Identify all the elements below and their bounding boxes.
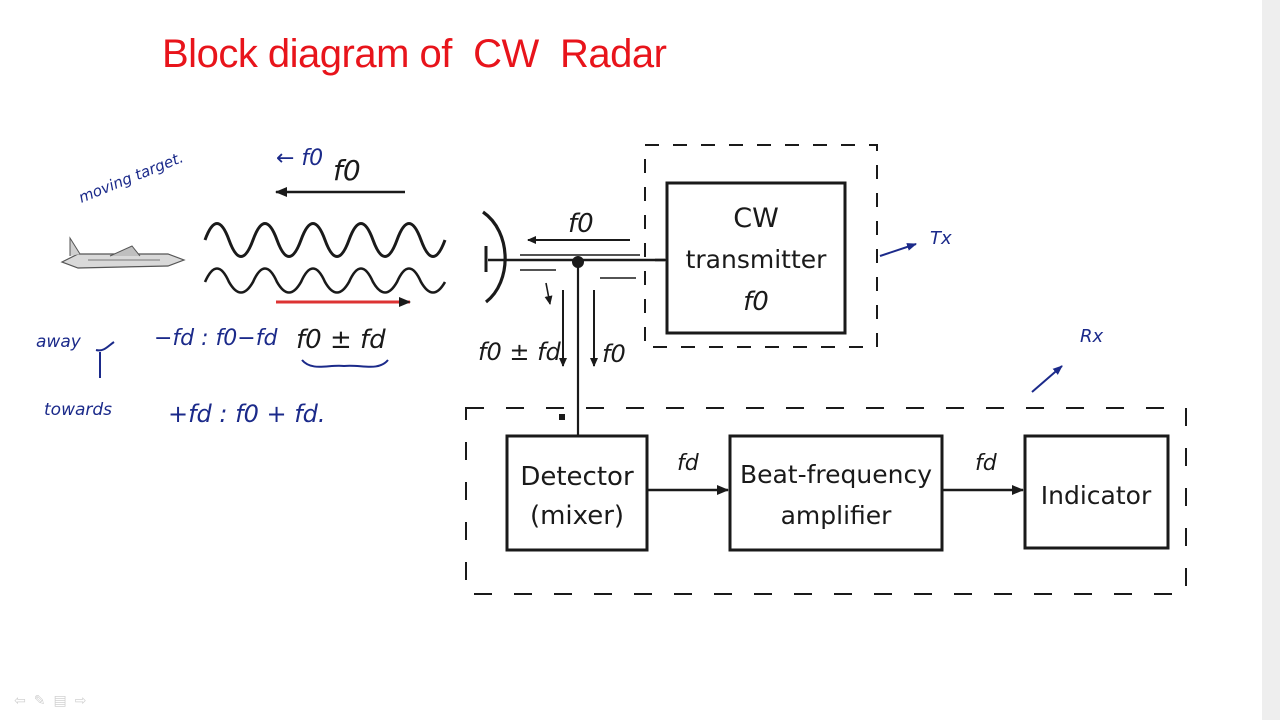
transmitted-wave xyxy=(203,222,447,258)
away-note: away xyxy=(36,332,81,352)
towards-expression: +fd : f0 + fd. xyxy=(168,400,326,428)
label-f0-top: f0 xyxy=(333,154,361,187)
beat-frequency-amplifier-block xyxy=(728,434,944,552)
cw-transmitter-block xyxy=(665,181,847,335)
rx-pointer-arrow xyxy=(1031,365,1063,393)
slide-menu-icon[interactable]: ▤ xyxy=(53,693,67,709)
tx-note: Tx xyxy=(930,228,952,249)
away-arrow-mark xyxy=(95,341,115,378)
label-f0-pm-fd-down: f0 ± fd xyxy=(478,338,562,366)
indicator-block xyxy=(1023,434,1170,550)
echo-wave xyxy=(203,267,447,294)
slide-edge xyxy=(1262,0,1280,720)
slide-nav-controls: ⇦ ✎ ▤ ⇨ xyxy=(14,690,86,712)
rx-dashed-boundary xyxy=(465,407,1187,595)
label-fd-1: fd xyxy=(677,451,700,476)
label-f0-down: f0 xyxy=(602,340,626,368)
aircraft-icon xyxy=(60,236,186,269)
label-fd-2: fd xyxy=(975,451,998,476)
transmitter-label-3: f0 xyxy=(743,287,769,317)
towards-note: towards xyxy=(44,400,113,420)
detector-label-2: (mixer) xyxy=(530,501,624,531)
away-expression: −fd : f0−fd xyxy=(154,326,278,351)
indicator-label: Indicator xyxy=(1041,481,1152,510)
brace-under-f0-pm-fd xyxy=(301,359,389,368)
pen-tool-icon[interactable]: ✎ xyxy=(33,693,46,709)
arrow-f0-note: ← f0 xyxy=(276,146,324,171)
amplifier-label-2: amplifier xyxy=(781,501,893,530)
tx-pointer-arrow xyxy=(879,243,917,257)
label-f0-tx: f0 xyxy=(568,209,594,239)
transmitter-label-2: transmitter xyxy=(686,245,828,274)
prev-slide-icon[interactable]: ⇦ xyxy=(14,693,26,709)
transmitter-label-1: CW xyxy=(733,203,779,234)
rx-note: Rx xyxy=(1080,326,1104,347)
detector-block xyxy=(505,434,649,552)
label-f0-pm-fd-wave: f0 ± fd xyxy=(296,325,386,355)
next-slide-icon[interactable]: ⇨ xyxy=(74,693,87,709)
slide-title: Block diagram of CW Radar xyxy=(162,32,667,76)
detector-label-1: Detector xyxy=(520,462,634,492)
tx-dashed-boundary xyxy=(644,144,878,348)
amplifier-label-1: Beat-frequency xyxy=(740,460,932,489)
antenna-dish xyxy=(482,210,507,304)
